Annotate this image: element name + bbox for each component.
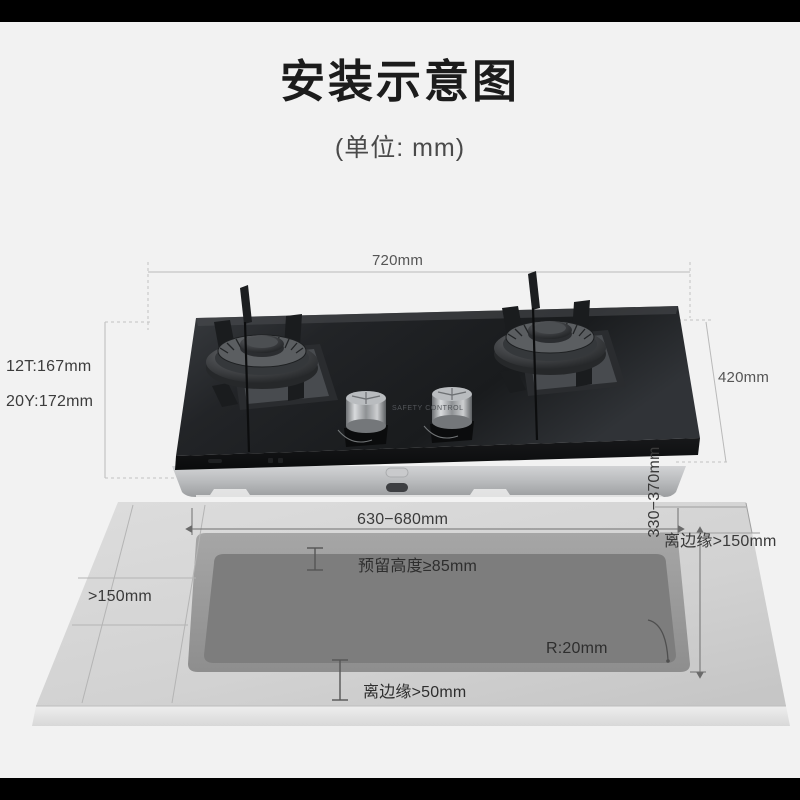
burner-left bbox=[206, 285, 338, 453]
label-edge-right: 离边缘>150mm bbox=[664, 533, 777, 550]
corner-radius-indicator bbox=[647, 619, 670, 663]
dim-front-edge bbox=[332, 659, 348, 701]
cooktop-glass-front bbox=[175, 438, 700, 470]
letterbox-top bbox=[0, 0, 800, 22]
label-reserved-height: 预留高度≥85mm bbox=[358, 558, 478, 575]
label-height-12t: 12T:167mm bbox=[6, 358, 92, 375]
label-height-20y: 20Y:172mm bbox=[6, 393, 94, 410]
brand-mark: SAFETY CONTROL bbox=[392, 405, 464, 412]
label-edge-front: 离边缘>50mm bbox=[363, 684, 467, 701]
label-product-width: 720mm bbox=[372, 252, 424, 269]
control-knobs[interactable]: SAFETY CONTROL bbox=[337, 387, 474, 447]
counter-front-edge bbox=[32, 706, 790, 726]
dim-reserved-height bbox=[307, 547, 323, 571]
knob-right[interactable] bbox=[423, 387, 474, 443]
right-edge-guides bbox=[655, 502, 760, 534]
cooktop-body bbox=[172, 466, 686, 497]
label-product-depth: 420mm bbox=[718, 369, 770, 386]
letterbox-bottom bbox=[0, 778, 800, 800]
body-details bbox=[208, 458, 409, 492]
burner-right bbox=[494, 271, 626, 441]
cutout-opening bbox=[204, 554, 676, 663]
cooktop-illustration: SAFETY CONTROL bbox=[172, 271, 700, 497]
countertop-illustration bbox=[32, 502, 790, 726]
label-cutout-depth: 330−370mm bbox=[646, 446, 663, 538]
knob-left[interactable] bbox=[337, 391, 388, 447]
page-title: 安装示意图 bbox=[279, 56, 520, 107]
dim-cutout-width bbox=[185, 508, 685, 535]
page-subtitle: (单位: mm) bbox=[334, 134, 466, 162]
label-edge-left: >150mm bbox=[88, 588, 152, 605]
label-corner-radius: R:20mm bbox=[546, 640, 608, 657]
label-cutout-width: 630−680mm bbox=[357, 511, 449, 528]
left-edge-guides bbox=[72, 504, 206, 704]
